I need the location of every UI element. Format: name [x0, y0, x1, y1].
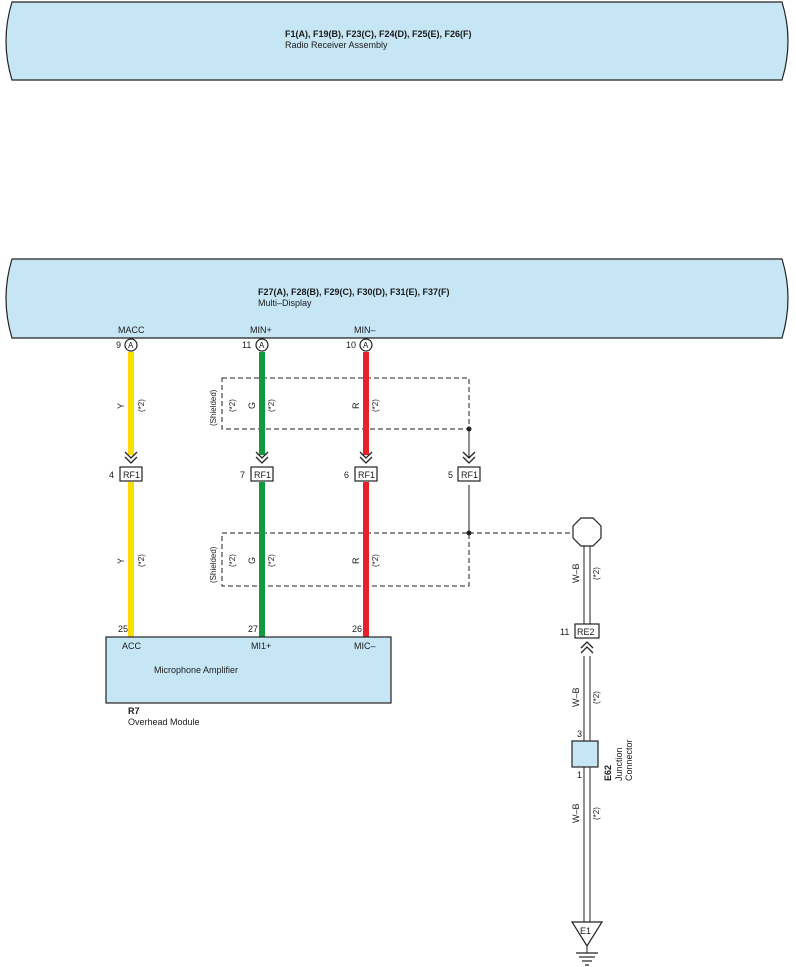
wire-code-wb-1: W–B: [571, 563, 581, 583]
wire-code-yellow-upper: Y: [116, 403, 126, 409]
rf1-connector-shield[interactable]: RF1 5: [448, 451, 481, 482]
amplifier-pin-label-acc: ACC: [122, 641, 142, 651]
wire-wb-segment-2[interactable]: [583, 656, 591, 741]
pin-number-10: 10: [346, 340, 356, 350]
amplifier-pin-label-mic-minus: MIC–: [354, 641, 376, 651]
re2-pin-number: 11: [560, 627, 569, 637]
rf1-pin-number: 7: [240, 470, 245, 480]
rf1-code: RF1: [254, 470, 271, 480]
pin-connector-a: A: [363, 341, 369, 350]
rf1-code: RF1: [123, 470, 140, 480]
chevron-down-icon: [462, 451, 476, 464]
rf1-pin-number: 5: [448, 470, 453, 480]
display-name-label: Multi–Display: [258, 298, 312, 308]
radio-name-label: Radio Receiver Assembly: [285, 40, 388, 50]
chevron-down-icon: [124, 451, 138, 464]
chevron-down-icon: [255, 451, 269, 464]
rf1-connector-red[interactable]: RF1 6: [344, 451, 378, 482]
e62-pin-bottom: 1: [577, 770, 582, 780]
shield-note-lower: (*2): [228, 554, 237, 567]
ground-code-e1: E1: [580, 926, 591, 936]
pin-min-plus[interactable]: A 11: [242, 338, 269, 352]
amplifier-title: Microphone Amplifier: [154, 665, 238, 675]
amplifier-pin-label-mi1-plus: MI1+: [251, 641, 271, 651]
rf1-connector-yellow[interactable]: RF1 4: [109, 451, 143, 482]
wire-note-red-lower: (*2): [371, 554, 380, 567]
re2-code: RE2: [577, 627, 595, 637]
wire-wb-segment-3[interactable]: [583, 767, 591, 922]
amplifier-pin-number-27: 27: [248, 624, 258, 634]
pin-label-min-plus: MIN+: [250, 325, 272, 335]
shield-label-upper: (Shielded): [209, 389, 218, 426]
pin-label-min-minus: MIN–: [354, 325, 376, 335]
component-name-overhead-module: Overhead Module: [128, 717, 200, 727]
e62-name-line1: Junction: [614, 747, 624, 781]
chevron-up-icon: [580, 641, 594, 654]
wire-note-red-upper: (*2): [371, 399, 380, 412]
wire-code-yellow-lower: Y: [116, 558, 126, 564]
pin-label-macc: MACC: [118, 325, 145, 335]
pin-connector-a: A: [128, 341, 134, 350]
e62-name-line2: Connector: [624, 739, 634, 781]
ground-e1[interactable]: E1: [570, 921, 604, 966]
wire-note-yellow-upper: (*2): [137, 399, 146, 412]
rf1-connector-green[interactable]: RF1 7: [240, 451, 274, 482]
shield-label-lower: (Shielded): [209, 546, 218, 583]
microphone-amplifier-box[interactable]: [105, 636, 392, 704]
amplifier-pin-number-26: 26: [352, 624, 362, 634]
pin-macc[interactable]: A 9: [116, 338, 138, 352]
wire-note-yellow-lower: (*2): [137, 554, 146, 567]
wire-code-green-upper: G: [247, 402, 257, 409]
display-connectors-label: F27(A), F28(B), F29(C), F30(D), F31(E), …: [258, 287, 450, 297]
shield-box-upper: [221, 377, 470, 430]
chevron-down-icon: [359, 451, 373, 464]
wire-code-wb-3: W–B: [571, 803, 581, 823]
rf1-pin-number: 4: [109, 470, 114, 480]
pin-number-9: 9: [116, 340, 121, 350]
e62-pin-top: 3: [577, 729, 582, 739]
rf1-pin-number: 6: [344, 470, 349, 480]
wire-code-green-lower: G: [247, 557, 257, 564]
wire-note-wb-2: (*2): [592, 691, 601, 704]
rf1-code: RF1: [358, 470, 375, 480]
e62-junction-connector[interactable]: 3 1 E62 Junction Connector: [571, 729, 634, 781]
re2-connector[interactable]: RE2 11: [560, 623, 600, 654]
wire-code-red-lower: R: [351, 557, 361, 564]
pin-connector-a: A: [259, 341, 265, 350]
component-code-r7: R7: [128, 706, 140, 716]
pin-number-11: 11: [242, 340, 251, 350]
wire-note-green-upper: (*2): [267, 399, 276, 412]
wire-code-red-upper: R: [351, 402, 361, 409]
shield-note-upper: (*2): [228, 399, 237, 412]
wire-note-wb-3: (*2): [592, 807, 601, 820]
shield-junction-dot-upper: [466, 426, 472, 432]
pin-min-minus[interactable]: A 10: [346, 338, 373, 352]
wire-note-green-lower: (*2): [267, 554, 276, 567]
amplifier-pin-number-25: 25: [118, 624, 128, 634]
shield-box-lower: [221, 532, 470, 587]
wire-note-wb-1: (*2): [592, 567, 601, 580]
e62-code: E62: [603, 765, 613, 781]
rf1-code: RF1: [461, 470, 478, 480]
radio-receiver-box[interactable]: [5, 1, 789, 81]
multi-display-box[interactable]: [5, 258, 789, 339]
wire-wb-segment-1[interactable]: [583, 546, 591, 624]
radio-connectors-label: F1(A), F19(B), F23(C), F24(D), F25(E), F…: [285, 29, 472, 39]
wire-code-wb-2: W–B: [571, 687, 581, 707]
shield-ground-octagon[interactable]: [572, 517, 602, 547]
